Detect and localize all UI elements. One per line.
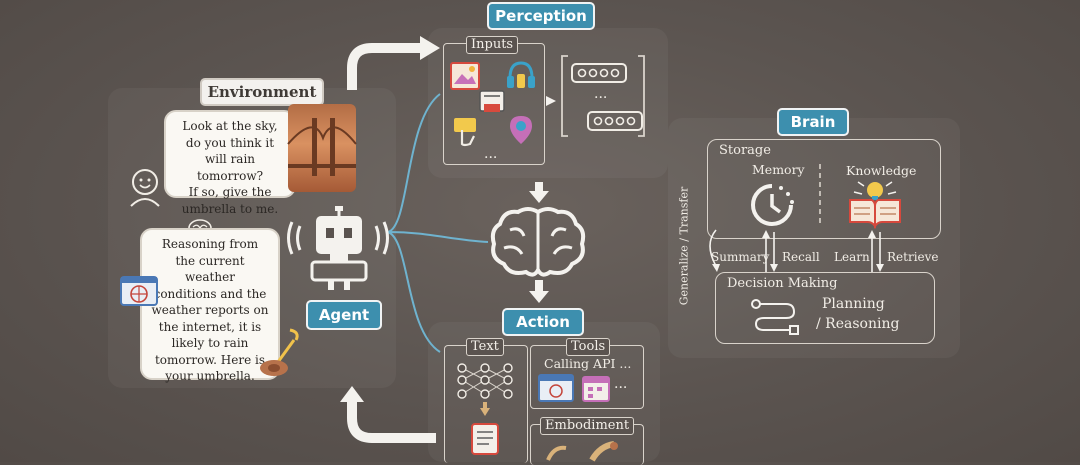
inputs-label: Inputs	[466, 36, 519, 54]
arrow-perception-brain	[529, 191, 549, 203]
environment-title: Environment	[200, 78, 324, 106]
inputs-ellipsis: ...	[484, 146, 498, 162]
audio-input-icon	[507, 61, 535, 88]
embodiment-label: Embodiment	[540, 417, 635, 435]
recall-label: Recall	[782, 250, 820, 264]
memory-label: Memory	[752, 162, 805, 177]
robot-icon	[310, 206, 368, 290]
arrow-action-env	[347, 400, 436, 443]
brain-title: Brain	[777, 108, 849, 136]
globe-browser-icon	[120, 276, 158, 306]
arrow-env-perception-head	[420, 36, 440, 60]
brain-icon	[490, 207, 586, 277]
question-line: umbrella to me.	[181, 201, 279, 216]
clock-memory-icon	[751, 184, 794, 226]
location-input-icon	[510, 116, 532, 144]
action-title: Action	[502, 308, 584, 336]
answer-line: Reasoning from	[161, 237, 259, 251]
reasoning-label: / Reasoning	[816, 316, 900, 332]
answer-line: conditions and the	[153, 286, 267, 301]
agent-label: Agent	[306, 300, 382, 330]
answer-line: tomorrow. Here is	[154, 352, 266, 367]
arrow-brain-action	[529, 291, 549, 303]
question-line: If so, give the	[188, 185, 272, 199]
answer-line: your umbrella.	[165, 369, 255, 383]
storage-panel	[707, 139, 941, 239]
knowledge-label: Knowledge	[846, 163, 917, 178]
planning-label: Planning	[822, 296, 885, 312]
arrow-action-env-head	[340, 386, 364, 402]
umbrella-icon	[260, 328, 299, 376]
storage-divider	[819, 164, 821, 224]
storage-decision-arrows	[709, 229, 884, 272]
decision-panel	[715, 272, 935, 344]
question-line: Look at the sky,	[182, 119, 278, 133]
text-label: Text	[466, 338, 504, 356]
api-calendar-icon	[582, 376, 610, 402]
question-line: do you think it	[185, 135, 275, 150]
answer-line: likely to rain	[171, 336, 249, 350]
decision-making-label: Decision Making	[727, 276, 838, 291]
api-browser-icon	[538, 374, 574, 402]
answer-bubble: Reasoning from the current weather condi…	[140, 228, 280, 383]
perception-title: Perception	[487, 2, 595, 30]
book-knowledge-icon	[849, 181, 901, 229]
tokens-ellipsis: ...	[594, 86, 608, 102]
line-agent-action	[387, 231, 441, 353]
video-input-icon	[479, 90, 505, 112]
line-agent-brain	[387, 231, 489, 243]
tools-ellipsis: ...	[614, 376, 628, 392]
answer-line: the internet, it is	[158, 319, 262, 334]
retrieve-label: Retrieve	[887, 250, 939, 264]
arrow-inputs-tokens	[546, 96, 556, 106]
arrow-env-perception	[347, 43, 422, 90]
sky-scenery-image	[287, 104, 357, 192]
answer-line: the current weather	[175, 253, 245, 285]
question-bubble: Look at the sky, do you think it will ra…	[164, 110, 296, 216]
plan-path-icon	[751, 299, 799, 335]
calling-api-text: Calling API ...	[544, 356, 632, 371]
touch-input-icon	[454, 118, 476, 147]
line-agent-perception	[387, 93, 441, 233]
image-input-icon	[450, 62, 480, 90]
storage-label: Storage	[719, 143, 771, 158]
neural-network-icon	[457, 363, 513, 455]
robot-arm-icon	[546, 441, 618, 462]
bridge-icon	[287, 118, 357, 176]
token-sequence	[561, 55, 645, 137]
learn-label: Learn	[834, 250, 870, 264]
tools-label: Tools	[566, 338, 611, 356]
generalize-transfer-label: Generalize / Transfer	[677, 186, 691, 306]
summary-label: Summary	[711, 250, 770, 264]
human-face-icon	[130, 169, 160, 207]
question-line: will rain tomorrow?	[196, 152, 264, 183]
answer-line: weather reports on	[151, 303, 269, 317]
